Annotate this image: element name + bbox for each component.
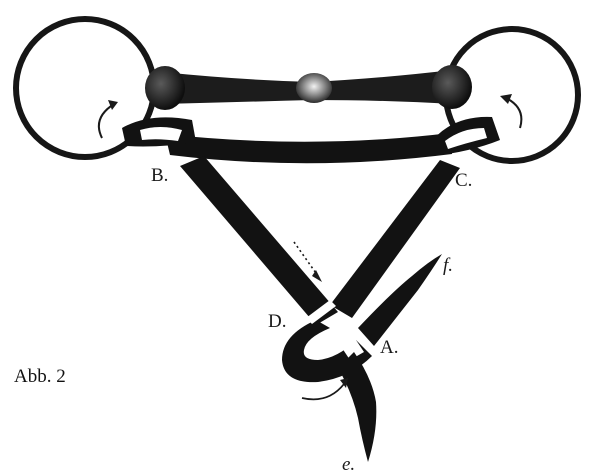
label-c: C. — [455, 170, 472, 191]
mouthpiece-joint — [296, 73, 332, 103]
label-d: D. — [268, 311, 286, 332]
bit-mouthpiece — [145, 65, 472, 110]
strap-loop-c — [428, 117, 500, 156]
label-f: f. — [443, 255, 453, 276]
curved-arrow-left-ring — [99, 100, 118, 138]
figure-caption: Abb. 2 — [14, 366, 66, 388]
strap-end-e — [338, 352, 376, 462]
strap-b-to-d — [180, 156, 338, 325]
label-a: A. — [380, 337, 398, 358]
strap-loop-b — [122, 117, 196, 146]
label-e: e. — [342, 454, 355, 475]
right-mouthpiece-knob — [432, 65, 472, 109]
left-mouthpiece-knob — [145, 66, 185, 110]
curved-arrow-right-ring — [500, 94, 521, 128]
strap-b-to-c — [165, 133, 452, 163]
label-b: B. — [151, 165, 168, 186]
